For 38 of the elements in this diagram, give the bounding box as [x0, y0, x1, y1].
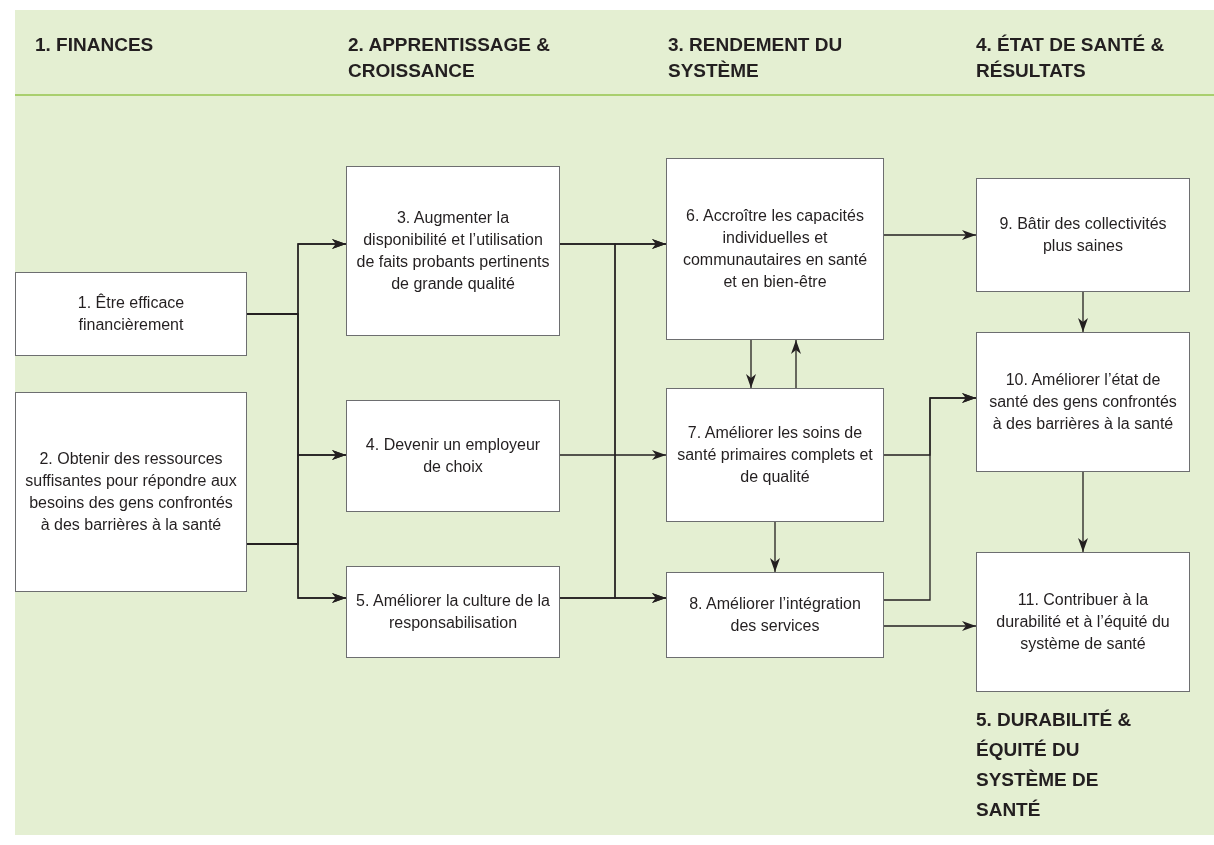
objective-box — [666, 158, 884, 340]
arrow — [883, 393, 977, 601]
arrow — [883, 230, 977, 240]
objective-text: 9. Bâtir des collectivités plus saines — [998, 214, 1168, 256]
objective-text: 3. Augmenter la disponibilité et l’utilisation de faits probants pertinents de grande qualité — [355, 208, 551, 294]
column-heading: 2. APPRENTISSAGE & CROISSANCE — [348, 33, 551, 83]
arrow — [559, 593, 667, 603]
arrow — [1078, 291, 1088, 333]
arrow — [883, 621, 977, 631]
objective-box — [976, 178, 1190, 292]
column-heading: 1. FINANCES — [35, 33, 155, 57]
arrow — [246, 543, 347, 603]
column-heading: 4. ÉTAT DE SANTÉ & RÉSULTATS — [976, 33, 1166, 83]
objective-box — [666, 388, 884, 522]
section-heading: 5. DURABILITÉ & ÉQUITÉ DU SYSTÈME DE SANTÉ — [976, 708, 1133, 822]
arrow — [746, 339, 756, 389]
objective-text: 11. Contribuer à la durabilité et à l’équité du système de santé — [995, 590, 1171, 654]
objective-text: 4. Devenir un employeur de choix — [364, 435, 542, 477]
objective-box — [15, 272, 247, 356]
objective-box — [976, 552, 1190, 692]
arrow — [559, 450, 667, 460]
objective-text: 10. Améliorer l’état de santé des gens confrontés à des barrières à la santé — [988, 370, 1178, 434]
objective-box — [15, 392, 247, 592]
objective-text: 6. Accroître les capacités individuelles et communautaires en santé et en bien-être — [681, 206, 869, 292]
objective-text: 7. Améliorer les soins de santé primaires complets et de qualité — [676, 423, 874, 487]
objective-box — [346, 166, 560, 336]
arrow — [770, 521, 780, 573]
objective-text: 1. Être efficace financièrement — [76, 292, 186, 335]
objective-text: 5. Améliorer la culture de la responsabilisation — [355, 591, 551, 633]
arrow — [1078, 471, 1088, 553]
objective-box — [346, 400, 560, 512]
objective-text: 8. Améliorer l’intégration des services — [688, 594, 862, 636]
objective-text: 2. Obtenir des ressources suffisantes pour répondre aux besoins des gens confrontés à des barrières à la santé — [24, 449, 238, 535]
objective-box — [976, 332, 1190, 472]
arrow — [791, 339, 801, 389]
objective-box — [666, 572, 884, 658]
column-heading: 3. RENDEMENT DU SYSTÈME — [668, 33, 844, 83]
objective-box — [346, 566, 560, 658]
